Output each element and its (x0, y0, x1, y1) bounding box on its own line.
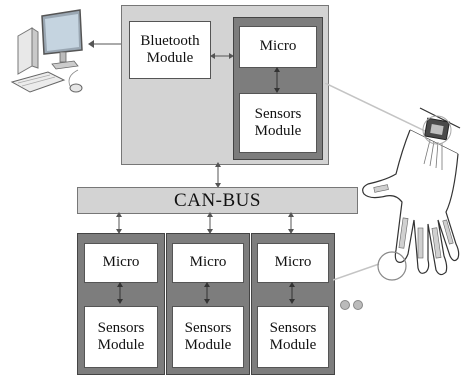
computer-icon (10, 9, 83, 93)
bluetooth-micro-arrow (210, 53, 234, 59)
top-micro-box: Micro (239, 26, 317, 68)
node-1-sensors-box: Sensors Module (84, 306, 158, 368)
canbus-node3-arrow (288, 212, 294, 234)
node-2-micro-box: Micro (172, 243, 244, 283)
top-micro-sensors-arrow (274, 67, 280, 93)
node-3-sensors-box: Sensors Module (257, 306, 329, 368)
canbus-node1-arrow (116, 212, 122, 234)
bluetooth-module-box: Bluetooth Module (129, 21, 211, 79)
node-2-internal-arrow (204, 282, 210, 304)
node-3-internal-arrow (289, 282, 295, 304)
can-bus-bar: CAN-BUS (77, 187, 358, 214)
canbus-node2-arrow (207, 212, 213, 234)
node-2-sensors-box: Sensors Module (172, 306, 244, 368)
node-1-internal-arrow (117, 282, 123, 304)
node-to-finger-line (333, 263, 380, 281)
glove-hand-icon (362, 107, 461, 281)
panel-canbus-arrow (215, 162, 221, 188)
more-nodes-ellipsis-icon (340, 300, 363, 310)
node-1-micro-box: Micro (84, 243, 158, 283)
panel-to-glove-line (325, 83, 426, 132)
top-sensors-module-box: Sensors Module (239, 93, 317, 153)
node-3-micro-box: Micro (257, 243, 329, 283)
